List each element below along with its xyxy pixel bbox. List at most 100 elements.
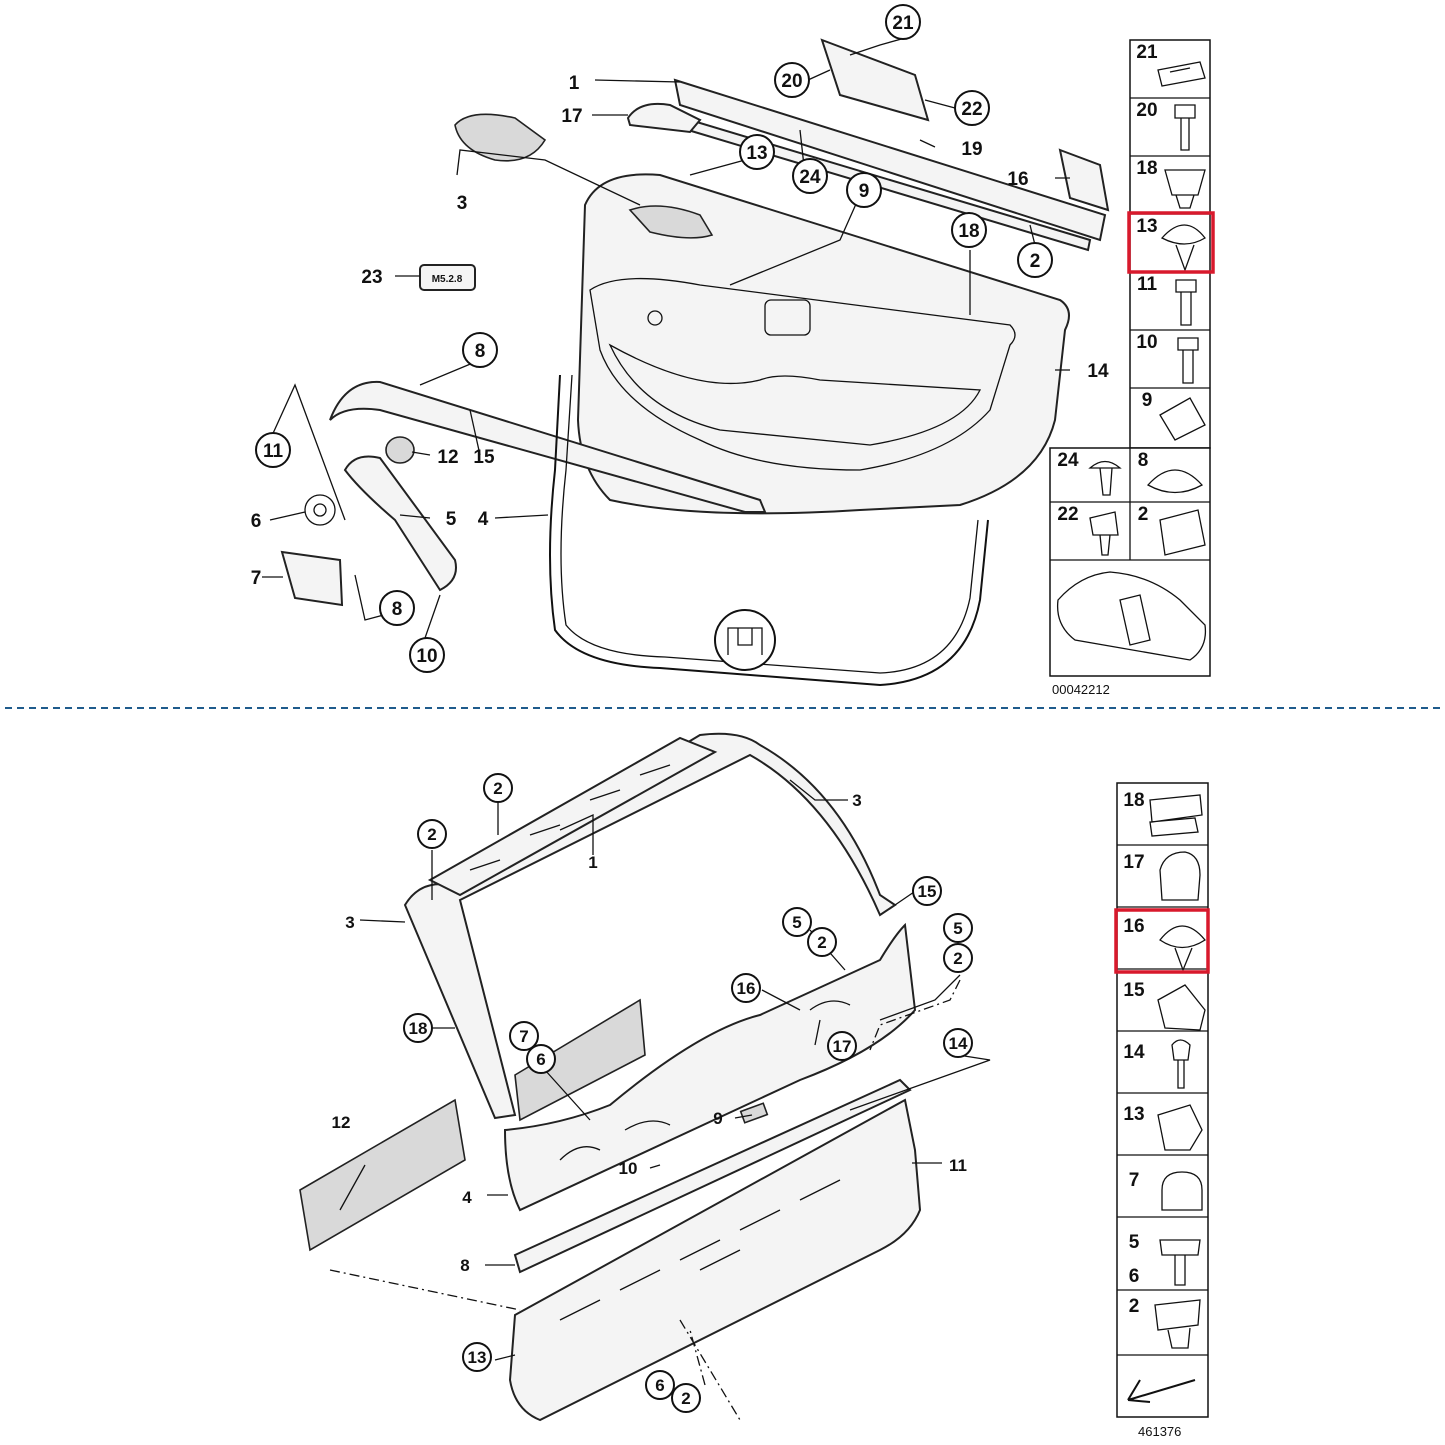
callout-d11: 11 <box>949 1156 967 1175</box>
door-seal <box>549 374 989 687</box>
legend-label: 9 <box>1142 390 1153 411</box>
callout-d1: 1 <box>588 853 597 872</box>
callout-d9: 9 <box>713 1109 722 1128</box>
screw-11-icon <box>1175 279 1197 326</box>
callout-c22: 22 <box>954 90 990 126</box>
power-window-switch <box>764 299 811 336</box>
legend-label: 15 <box>1123 980 1145 1001</box>
callout-c11: 11 <box>255 432 291 468</box>
callout-label: 24 <box>799 167 821 188</box>
callout-circle <box>954 90 990 126</box>
callout-c7: 7 <box>251 568 262 589</box>
callout-label: 2 <box>493 779 502 798</box>
callout-d7: 7 <box>509 1021 539 1051</box>
grommet-8-icon <box>1146 469 1204 494</box>
badge-plate <box>419 264 476 291</box>
callout-label: 10 <box>416 646 437 667</box>
mirror-holder <box>820 38 930 122</box>
callout-c18: 18 <box>951 212 987 248</box>
callout-c6: 6 <box>251 511 262 532</box>
nut-2-icon <box>1154 1299 1201 1349</box>
callout-d13: 13 <box>462 1342 492 1372</box>
legend-label: 16 <box>1123 916 1144 937</box>
callout-label: 23 <box>361 267 382 288</box>
callout-circle <box>807 927 837 957</box>
callout-label: 10 <box>619 1159 638 1178</box>
callout-label: 22 <box>961 99 982 120</box>
callout-d15: 15 <box>912 876 942 906</box>
side-panel-12 <box>299 1098 466 1252</box>
callout-c14: 14 <box>1087 361 1109 382</box>
callout-label: 6 <box>251 511 262 532</box>
callout-c17: 17 <box>561 106 582 127</box>
callout-d6a: 6 <box>526 1044 556 1074</box>
legend-label: 2 <box>1138 504 1149 525</box>
callout-label: 19 <box>961 139 982 160</box>
legend-label: 20 <box>1136 100 1157 121</box>
callout-circle <box>483 773 513 803</box>
callout-label: 17 <box>561 106 582 127</box>
window-sill-strip <box>673 78 1107 242</box>
callout-c20: 20 <box>774 62 810 98</box>
callout-label: 2 <box>681 1389 690 1408</box>
callout-label: 1 <box>569 73 580 94</box>
nut-21-icon <box>1157 61 1206 87</box>
upper-trim-panel <box>427 736 718 897</box>
callout-label: 9 <box>713 1109 722 1128</box>
callout-circle <box>731 973 761 1003</box>
callout-c12: 12 <box>437 447 458 468</box>
callout-label: 1 <box>588 853 597 872</box>
callout-label: 7 <box>251 568 262 589</box>
callout-d8: 8 <box>460 1256 469 1275</box>
diagram-code: 461376 <box>1138 1424 1181 1439</box>
grommet-18-icon <box>1164 169 1206 209</box>
top-legend-highlight <box>1127 211 1215 274</box>
callout-circle <box>379 590 415 626</box>
screw-5-6-icon <box>1159 1239 1201 1286</box>
callout-c15: 15 <box>473 447 495 468</box>
car-thumbnail-icon <box>1056 571 1207 661</box>
tailgate-inner-panel <box>508 1098 922 1422</box>
callout-circle <box>782 907 812 937</box>
clip-15-icon <box>1157 984 1206 1031</box>
callout-c16: 16 <box>1007 169 1028 190</box>
screw-10-icon <box>1177 337 1199 384</box>
washer-6 <box>304 494 336 526</box>
callout-label: 4 <box>462 1188 472 1207</box>
callout-c23: 23 <box>361 267 382 288</box>
legend-label: 11 <box>1137 274 1158 295</box>
handle-cover <box>626 102 702 134</box>
legend-label: 22 <box>1057 504 1078 525</box>
diagram-code: 00042212 <box>1052 682 1110 697</box>
callout-d3b: 3 <box>345 913 354 932</box>
callout-label: 6 <box>536 1050 545 1069</box>
callout-label: 8 <box>460 1256 469 1275</box>
callout-label: 13 <box>746 143 767 164</box>
tailgate-trim-diagram <box>299 732 991 1422</box>
callout-d2c: 2 <box>807 927 837 957</box>
legend-label: 7 <box>1129 1170 1140 1191</box>
callout-label: 3 <box>457 193 468 214</box>
door-seal-inner <box>560 374 979 674</box>
callout-label: 2 <box>817 933 826 952</box>
legend-label: 18 <box>1136 158 1157 179</box>
callout-label: 2 <box>427 825 436 844</box>
grab-handle <box>343 455 457 592</box>
callout-label: 18 <box>958 221 979 242</box>
legend-label: 14 <box>1123 1042 1145 1063</box>
callout-c13: 13 <box>739 134 775 170</box>
clip-13-icon <box>1160 224 1206 272</box>
finisher-strip <box>329 380 767 513</box>
callout-label: 12 <box>332 1113 351 1132</box>
legend-label: 10 <box>1136 332 1157 353</box>
holder-17-icon <box>1159 851 1201 901</box>
callout-c4: 4 <box>478 509 489 530</box>
callout-circle <box>912 876 942 906</box>
callout-label: 18 <box>409 1019 428 1038</box>
speaker-clip-hole <box>647 310 663 326</box>
clip-13b-icon <box>1157 1104 1203 1151</box>
callout-circle <box>462 332 498 368</box>
leader-lines-top <box>262 37 1070 639</box>
